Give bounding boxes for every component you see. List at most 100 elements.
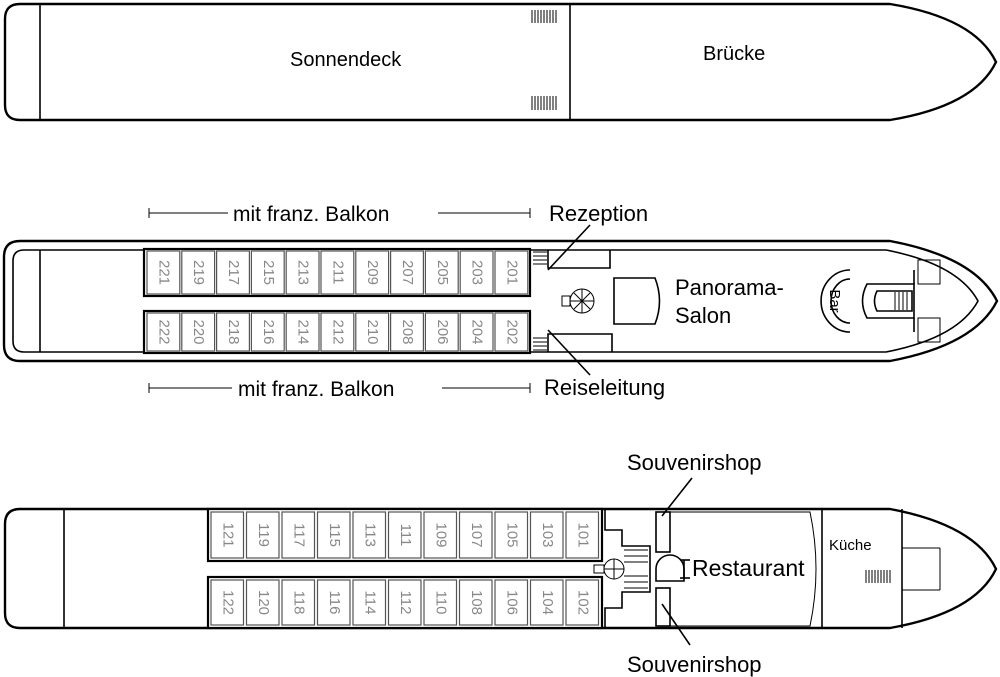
- cabin-105: [494, 511, 529, 559]
- cabin-number-116: 116: [326, 591, 343, 615]
- cabin-number-202: 202: [503, 319, 520, 344]
- cabin-117: [281, 511, 316, 559]
- cabin-number-115: 115: [326, 523, 343, 547]
- balcony-annotation-top: mit franz. Balkon: [148, 200, 531, 226]
- cabin-number-211: 211: [329, 261, 346, 285]
- panorama-salon-label-line2: Salon: [675, 303, 731, 328]
- cabin-number-214: 214: [295, 319, 312, 344]
- balcony-label-top: mit franz. Balkon: [233, 203, 389, 226]
- cabin-number-216: 216: [260, 319, 277, 344]
- cabin-222: [146, 312, 181, 352]
- cabin-number-204: 204: [469, 319, 486, 344]
- cabin-204: [459, 312, 494, 352]
- cabin-119: [245, 511, 280, 559]
- cabin-number-122: 122: [219, 590, 236, 615]
- cabin-103: [529, 511, 564, 559]
- cabin-211: [320, 250, 355, 295]
- cabin-number-113: 113: [361, 523, 378, 547]
- cabin-number-217: 217: [225, 260, 242, 285]
- cabin-number-101: 101: [574, 522, 591, 547]
- stair-hatch-tour-desk: [533, 337, 547, 351]
- restaurant-area: [670, 511, 817, 627]
- cabin-210: [355, 312, 390, 352]
- tour-desk-pointer: [547, 329, 591, 376]
- cabin-102: [565, 579, 600, 626]
- cabin-number-201: 201: [503, 260, 520, 285]
- cabin-122: [210, 579, 245, 626]
- cabin-number-209: 209: [364, 260, 381, 285]
- bar-counter-outer: [820, 269, 851, 333]
- cabin-115: [316, 511, 351, 559]
- cabin-number-208: 208: [399, 319, 416, 344]
- reception-label: Rezeption: [549, 201, 648, 226]
- cabin-207: [390, 250, 425, 295]
- souvenir-shop-top: [655, 511, 671, 553]
- reception-pointer: [547, 224, 591, 271]
- cabin-number-106: 106: [503, 590, 520, 615]
- cabin-number-103: 103: [539, 522, 556, 547]
- spiral-staircase-middle: [561, 288, 595, 314]
- cabin-101: [565, 511, 600, 559]
- souvenir-top-pointer: [661, 477, 693, 517]
- cabin-212: [320, 312, 355, 352]
- cabin-113: [352, 511, 387, 559]
- cabin-number-112: 112: [397, 591, 414, 615]
- cabin-118: [281, 579, 316, 626]
- cabin-114: [352, 579, 387, 626]
- cabin-106: [494, 579, 529, 626]
- cabin-number-120: 120: [255, 590, 272, 615]
- cabin-number-118: 118: [290, 591, 307, 615]
- restaurant-label: Restaurant: [692, 555, 805, 581]
- reception-desk: [547, 250, 611, 269]
- cabin-109: [423, 511, 458, 559]
- cabin-number-212: 212: [329, 319, 346, 344]
- cabin-201: [494, 250, 529, 295]
- cabin-number-206: 206: [434, 319, 451, 344]
- cabin-110: [423, 579, 458, 626]
- top-deck: Sonnendeck Brücke: [3, 2, 998, 122]
- cabin-108: [458, 579, 493, 626]
- cabin-number-110: 110: [432, 591, 449, 615]
- cabin-number-119: 119: [255, 523, 272, 547]
- middle-deck-inner-wall: [12, 249, 979, 353]
- cabin-218: [216, 312, 251, 352]
- cabin-number-102: 102: [574, 590, 591, 615]
- souvenir-shop-label-bottom: Souvenirshop: [627, 652, 762, 677]
- bar-label: Bar: [826, 289, 843, 312]
- bar-counter-inner: [830, 278, 851, 324]
- cabin-number-108: 108: [468, 590, 485, 615]
- bar-back: [861, 283, 915, 319]
- kitchen-vent: [865, 570, 891, 583]
- cabin-number-105: 105: [503, 522, 520, 547]
- cabin-121: [210, 511, 245, 559]
- cabin-209: [355, 250, 390, 295]
- cabin-number-107: 107: [468, 522, 485, 547]
- cabin-215: [250, 250, 285, 295]
- spiral-staircase-lower: [593, 558, 625, 580]
- top-deck-hull: [3, 2, 998, 122]
- cabin-number-121: 121: [219, 522, 236, 547]
- souvenir-shop-bottom: [655, 587, 671, 627]
- cabin-220: [181, 312, 216, 352]
- stair-hatch-reception: [533, 251, 547, 265]
- sun-deck-label: Sonnendeck: [290, 49, 402, 71]
- cabin-107: [458, 511, 493, 559]
- stair-hatch-top-1: [531, 10, 557, 23]
- cabin-number-109: 109: [432, 522, 449, 547]
- souvenir-bottom-pointer: [661, 603, 691, 646]
- cabin-number-218: 218: [225, 319, 242, 344]
- panorama-salon-label-line1: Panorama-: [675, 275, 784, 300]
- balcony-label-bottom: mit franz. Balkon: [238, 378, 394, 401]
- cabin-111: [387, 511, 422, 559]
- cabin-216: [250, 312, 285, 352]
- salon-piece: [613, 277, 661, 325]
- bow-locker-bottom: [917, 317, 941, 343]
- cabin-202: [494, 312, 529, 352]
- cabin-number-221: 221: [155, 260, 172, 285]
- cabin-214: [285, 312, 320, 352]
